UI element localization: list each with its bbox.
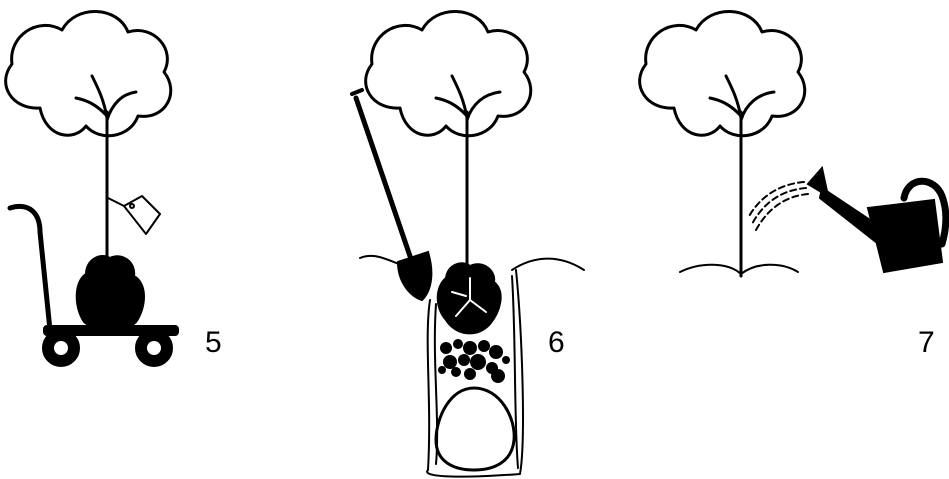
tree-6-canopy: [366, 11, 531, 135]
tree-7-canopy: [640, 11, 805, 135]
step-number-5: 5: [205, 326, 222, 359]
soil-amendment-icon: [439, 340, 509, 382]
step-7-illustration: [640, 11, 946, 276]
shovel-icon: [352, 90, 431, 300]
watering-can-icon: [808, 168, 946, 272]
tree-7-trunk: [710, 76, 774, 276]
step-5-illustration: [6, 11, 178, 366]
root-ball-icon: [77, 256, 144, 330]
tree-5-trunk: [76, 76, 136, 263]
price-tag-icon: [108, 196, 160, 234]
step-6-illustration: [352, 11, 584, 476]
ground-7: [680, 265, 798, 274]
step-number-6: 6: [548, 326, 565, 359]
tree-6-trunk: [436, 76, 500, 270]
root-ball-6-icon: [438, 263, 501, 333]
drainage-stone-icon: [436, 388, 514, 470]
tree-5-canopy: [6, 11, 171, 135]
step-number-7: 7: [918, 326, 935, 359]
water-stream-icon: [748, 182, 808, 230]
